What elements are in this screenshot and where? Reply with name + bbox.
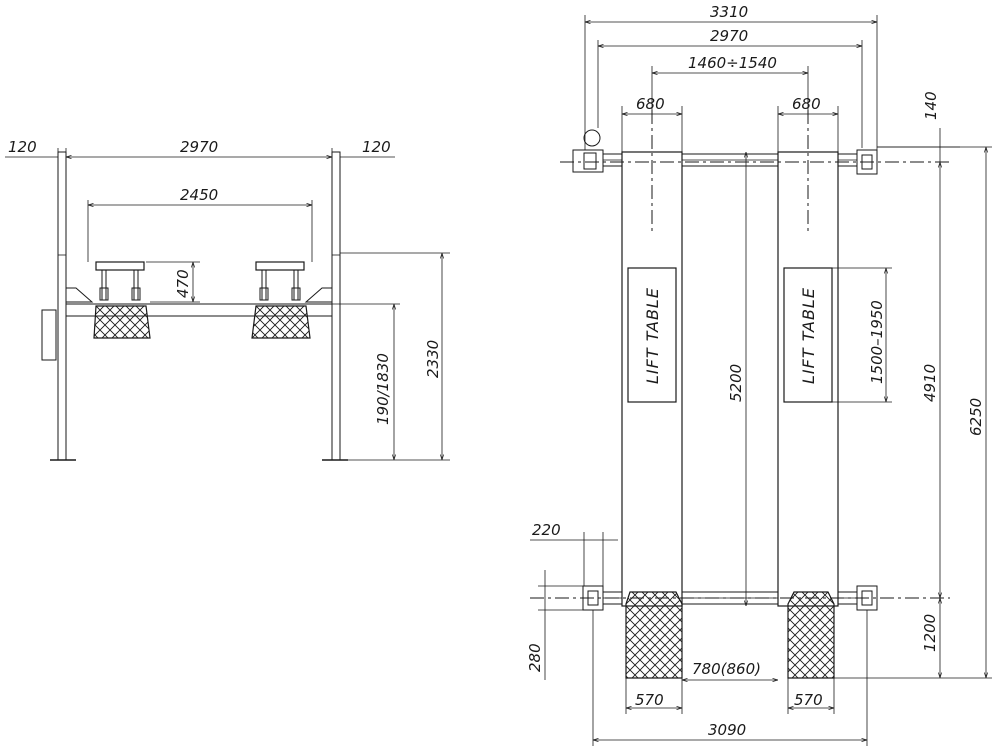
- front-dim-120-left: 120: [5, 138, 59, 165]
- dim-label: 120: [362, 138, 391, 156]
- dim-label: 280: [526, 643, 544, 672]
- dim-label: 190/1830: [374, 353, 392, 425]
- front-dim-470: 470: [146, 261, 200, 303]
- dim-label: 570: [794, 691, 823, 709]
- dim-label: 2330: [424, 340, 442, 378]
- top-dim-680-left: 680: [621, 95, 683, 152]
- top-dim-680-right: 680: [777, 95, 839, 152]
- top-view: LIFT TABLE LIFT TABLE 3310 2970: [526, 3, 992, 746]
- dim-label: 2970: [710, 27, 748, 45]
- top-dim-1500-1950: 1500–1950: [832, 267, 892, 403]
- dim-label: 3310: [710, 3, 748, 21]
- top-dim-140: 140: [877, 91, 960, 162]
- dim-label: 680: [636, 95, 665, 113]
- ramp-right: [787, 591, 835, 679]
- dim-label: 2450: [180, 186, 218, 204]
- top-dim-780-860: 780(860): [682, 660, 778, 680]
- front-crossbeam: [65, 287, 333, 317]
- front-view: 120 2970 120 2450 470 190/1830: [5, 138, 450, 461]
- top-dim-4910: 4910: [921, 162, 940, 598]
- top-dim-570-right: 570: [787, 678, 835, 714]
- front-dim-2970: 2970: [65, 138, 333, 165]
- dim-label: 470: [174, 269, 192, 298]
- post-front-left: [572, 129, 604, 173]
- top-dim-570-left: 570: [625, 678, 683, 714]
- dim-label: 4910: [921, 364, 939, 402]
- dim-label: 140: [922, 91, 940, 120]
- front-jack-right: [251, 261, 311, 339]
- dim-label: 2970: [180, 138, 218, 156]
- top-dim-220: 220: [530, 521, 618, 586]
- top-dim-3310: 3310: [584, 3, 878, 150]
- front-dim-2330: 2330: [340, 252, 450, 461]
- dim-label: 1200: [921, 614, 939, 652]
- top-dim-2970: 2970: [597, 27, 863, 148]
- front-dim-2450: 2450: [87, 186, 313, 262]
- top-dim-5200: 5200: [727, 152, 746, 606]
- front-jack-left: [93, 261, 151, 339]
- dim-label: 570: [635, 691, 664, 709]
- dim-label: 1500–1950: [868, 300, 886, 384]
- lift-table-right: LIFT TABLE: [783, 267, 833, 403]
- lift-table-label: LIFT TABLE: [643, 287, 662, 384]
- dim-label: 5200: [727, 364, 745, 402]
- dim-label: 780(860): [692, 660, 761, 678]
- dim-label: 680: [792, 95, 821, 113]
- lift-table-left: LIFT TABLE: [627, 267, 677, 403]
- right-post: [322, 151, 348, 461]
- top-dim-1200: 1200: [921, 598, 940, 678]
- top-dim-1460-1540: 1460÷1540: [651, 54, 809, 110]
- front-dim-190-1830: 190/1830: [332, 303, 400, 460]
- ramp-left: [625, 591, 683, 679]
- left-post: [41, 151, 76, 461]
- top-dim-280: 280: [526, 570, 583, 680]
- dim-label: 120: [8, 138, 37, 156]
- top-dim-6250: 6250: [834, 146, 992, 679]
- top-dim-3090: 3090: [592, 610, 868, 746]
- lift-table-label: LIFT TABLE: [799, 287, 818, 384]
- dim-label: 3090: [708, 721, 746, 739]
- front-dim-120-right: 120: [340, 138, 395, 158]
- dim-label: 220: [532, 521, 561, 539]
- dim-label: 6250: [967, 398, 985, 436]
- dim-label: 1460÷1540: [688, 54, 777, 72]
